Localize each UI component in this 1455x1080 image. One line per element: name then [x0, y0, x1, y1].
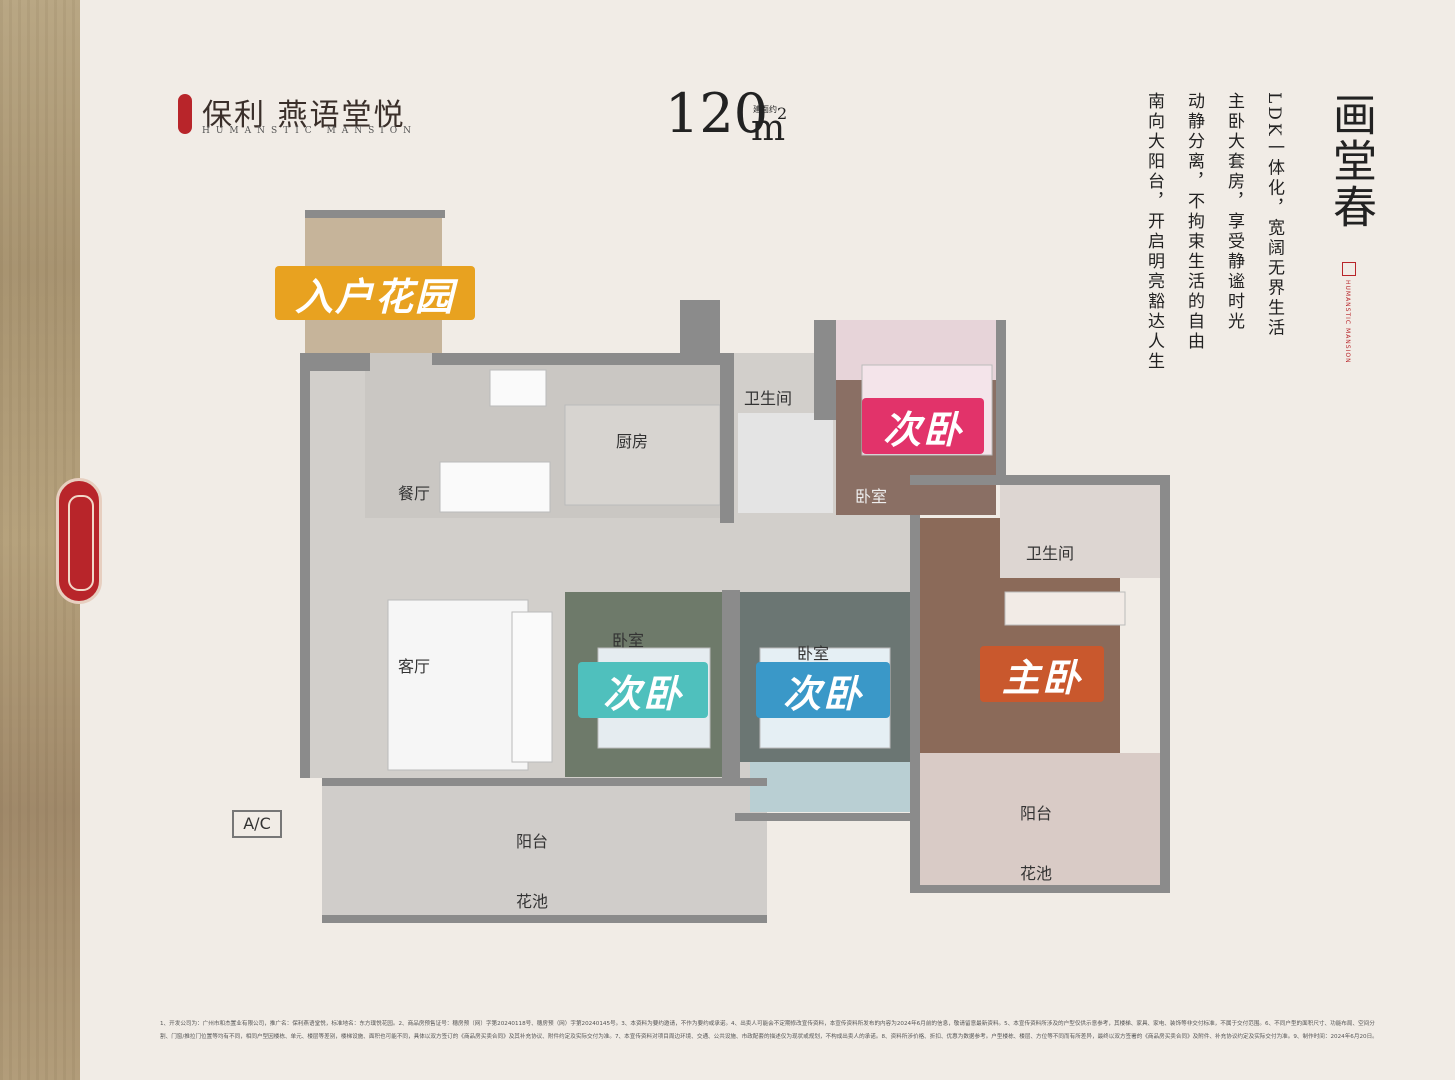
vertical-mark: HUMANSTIC MANSION [1344, 280, 1351, 364]
badge-secondary-bedroom-3: 次卧 [756, 662, 890, 718]
badge-entry-garden: 入户花园 [275, 266, 475, 320]
page-title: 画堂春 [1325, 92, 1376, 230]
footnote: 1、开发公司为：广州市和杰置业有限公司，推广名：保利燕语堂悦，标准地名：东方璞悦… [160, 1021, 1378, 1040]
tagline-3: 动静分离，不拘束生活的自由 [1184, 92, 1204, 352]
tagline-4: 南向大阳台，开启明亮豁达人生 [1144, 92, 1164, 372]
label-bath-2: 卫生间 [1026, 544, 1075, 563]
area-prefix: 建面约 [753, 105, 777, 114]
label-living: 客厅 [398, 657, 431, 676]
label-balcony-1: 阳台 [516, 832, 549, 851]
brand-mark-icon [178, 94, 192, 134]
area-value: 120 [665, 82, 769, 145]
label-bath-1: 卫生间 [744, 389, 793, 408]
label-dining: 餐厅 [398, 484, 431, 503]
label-balcony-2: 阳台 [1020, 804, 1053, 823]
label-ac: A/C [232, 810, 282, 838]
badge-secondary-bedroom-2: 次卧 [578, 662, 708, 718]
tagline-1: LDK一体化，宽阔无界生活 [1264, 92, 1284, 339]
brand-name: 保利 燕语堂悦 [202, 98, 406, 133]
red-seal-icon [56, 478, 102, 604]
badge-master-bedroom: 主卧 [980, 646, 1104, 702]
area-unit: m [751, 108, 786, 149]
label-bedroom-2: 卧室 [612, 631, 645, 650]
label-bedroom-3: 卧室 [797, 644, 830, 663]
area-unit-sup: 2 [777, 104, 788, 123]
label-bedroom-1: 卧室 [855, 487, 888, 506]
label-planter-1: 花池 [516, 892, 549, 911]
tagline-2: 主卧大套房，享受静谧时光 [1224, 92, 1244, 332]
label-planter-2: 花池 [1020, 864, 1053, 883]
brand-subtitle: HUMANSTIC MANSION [202, 126, 418, 136]
badge-secondary-bedroom-1: 次卧 [862, 398, 984, 454]
area-heading: 120 建面约 m 2 [665, 82, 787, 149]
title-badge-icon [1342, 262, 1356, 276]
label-kitchen: 厨房 [616, 432, 649, 451]
